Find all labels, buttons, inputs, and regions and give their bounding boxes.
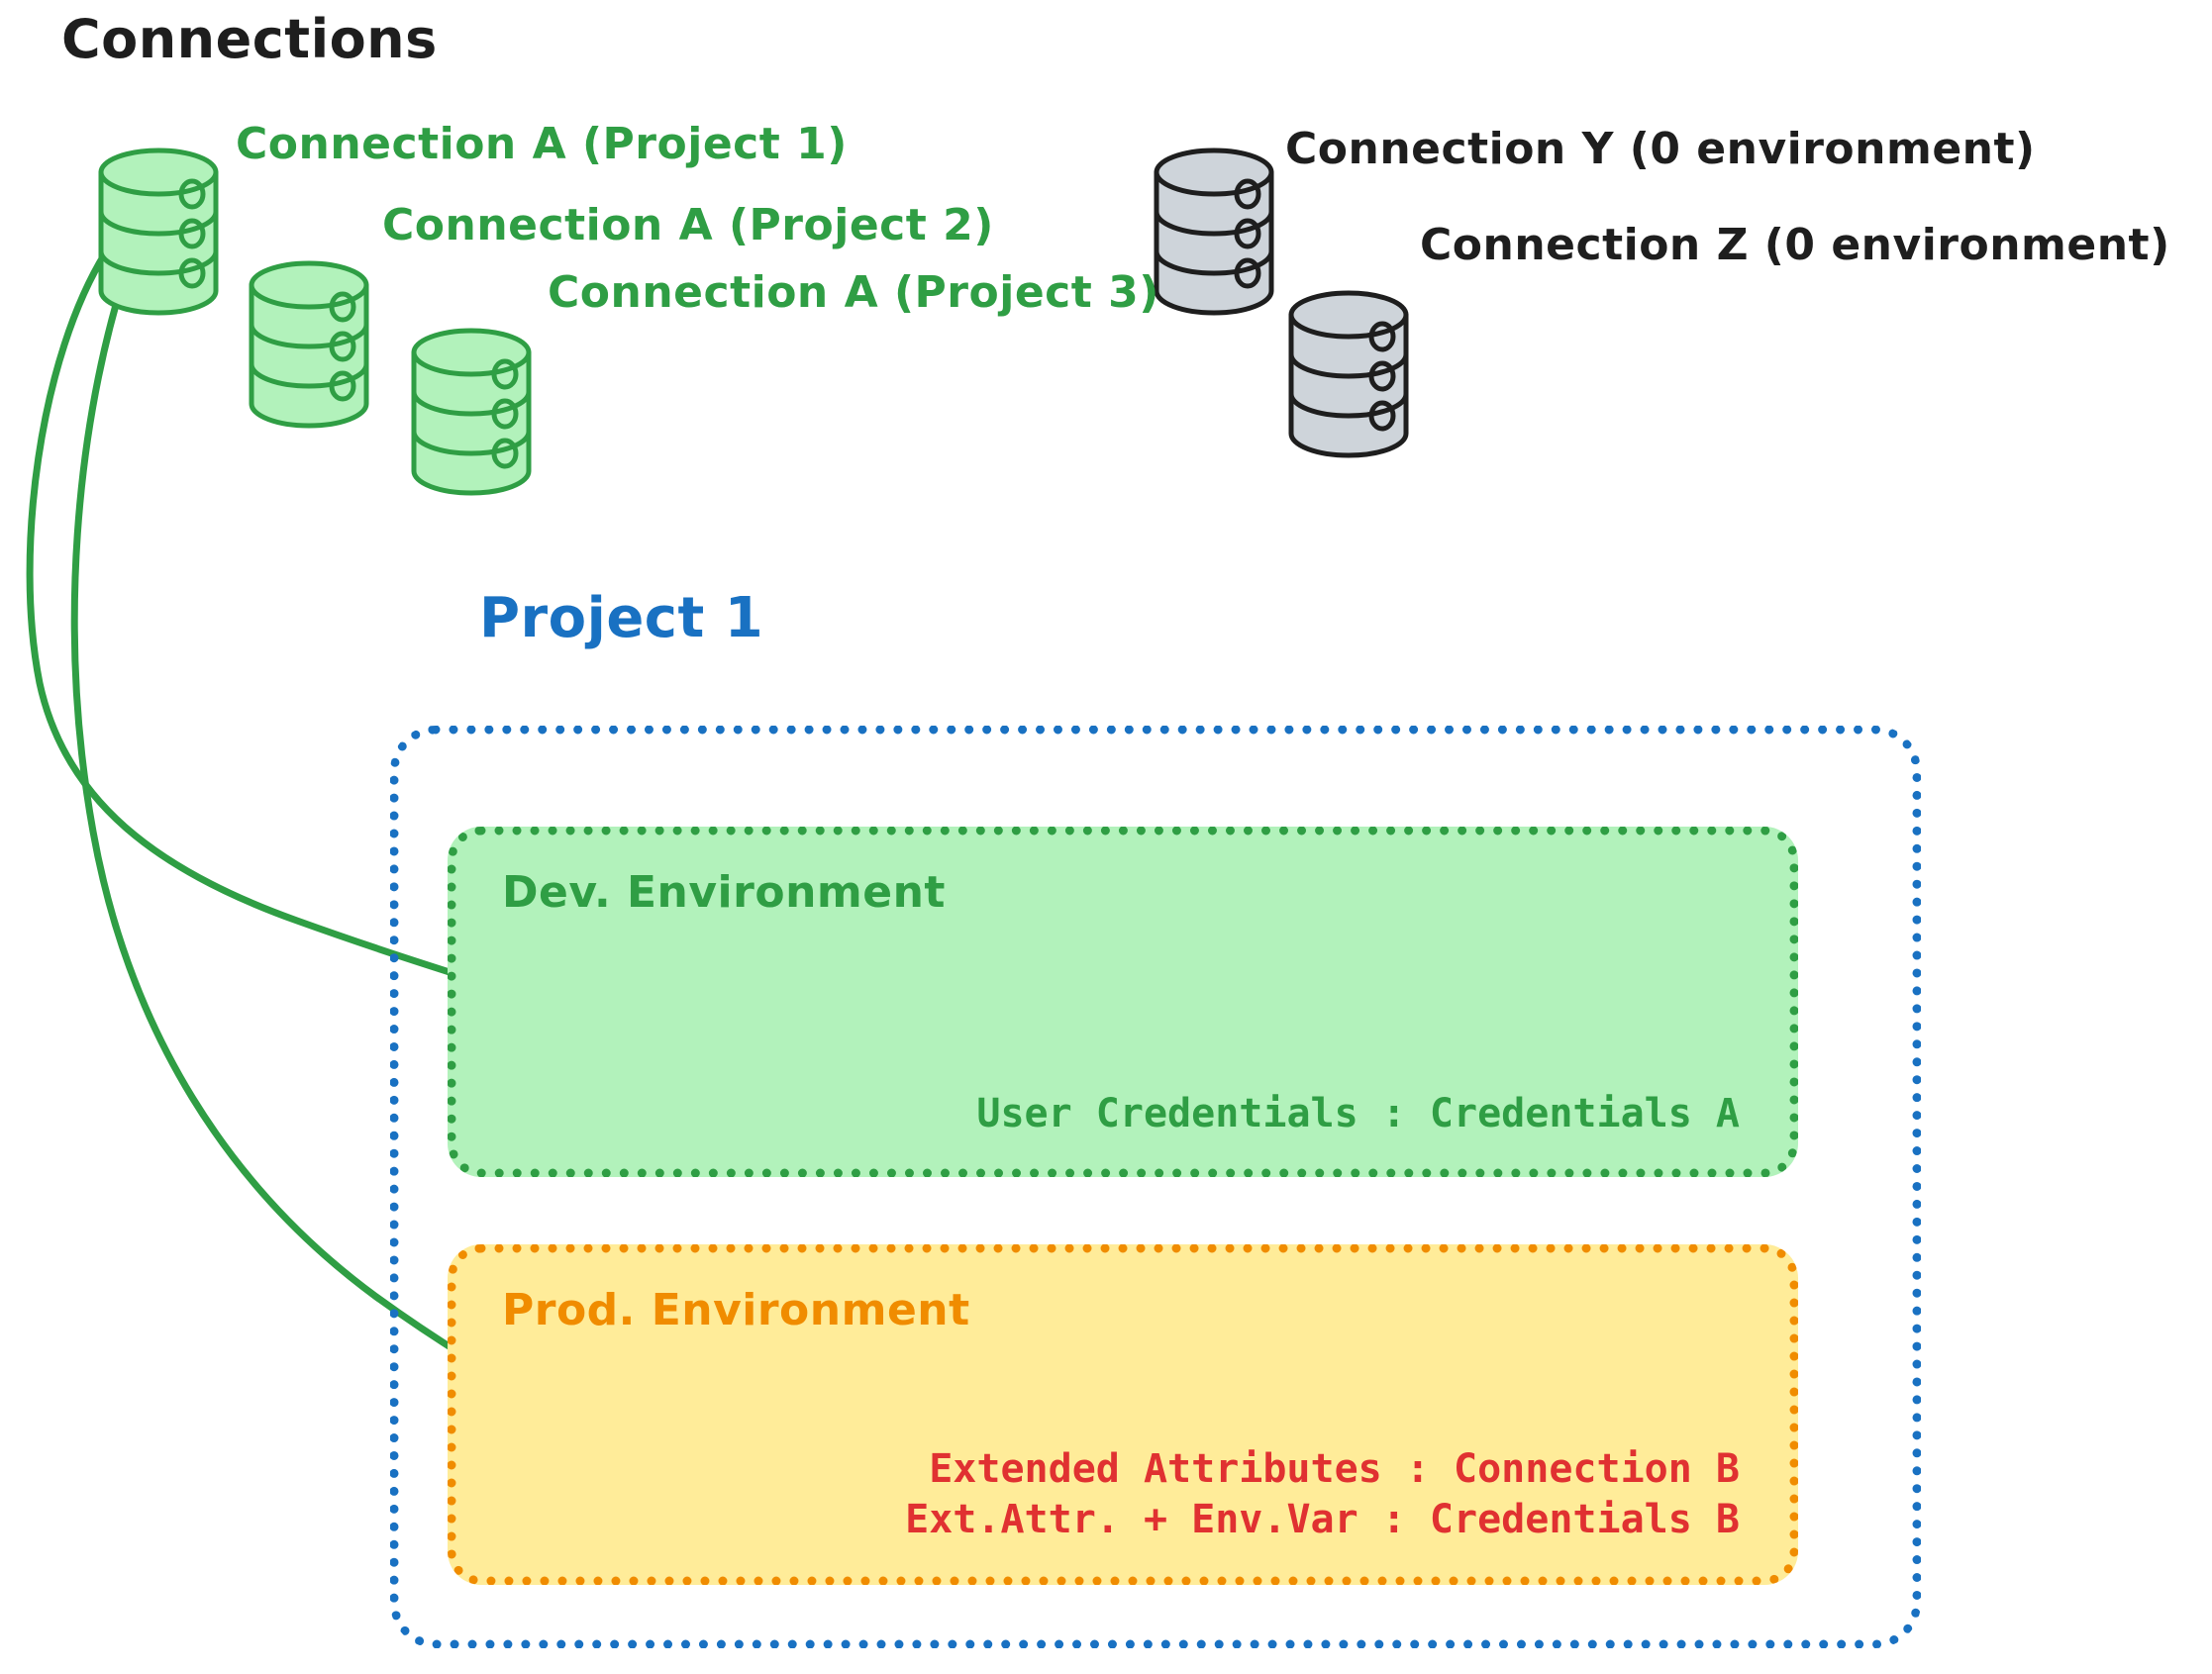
project-label: Project 1 [479, 586, 764, 650]
dev-environment-title: Dev. Environment [502, 867, 946, 918]
prod-detail-line: Extended Attributes : Connection B [929, 1446, 1740, 1493]
dev-environment-details: User Credentials : Credentials A [976, 1089, 1740, 1138]
database-icon-connection-a-project-3[interactable] [408, 327, 535, 497]
page-title: Connections [61, 8, 438, 70]
connection-label-y: Connection Y (0 environment) [1285, 124, 2036, 174]
connection-label-a-project-2: Connection A (Project 2) [382, 200, 994, 250]
prod-environment-box[interactable]: Prod. Environment Extended Attributes : … [448, 1244, 1798, 1585]
connection-label-a-project-3: Connection A (Project 3) [548, 267, 1159, 318]
prod-environment-title: Prod. Environment [502, 1285, 970, 1335]
connection-label-a-project-1: Connection A (Project 1) [236, 119, 848, 169]
database-icon-connection-z[interactable] [1285, 289, 1412, 459]
prod-environment-details: Extended Attributes : Connection B Ext.A… [905, 1444, 1740, 1544]
prod-detail-line: Ext.Attr. + Env.Var : Credentials B [905, 1496, 1740, 1542]
dev-environment-box[interactable]: Dev. Environment User Credentials : Cred… [448, 827, 1798, 1177]
dev-detail-line: User Credentials : Credentials A [976, 1090, 1740, 1136]
database-icon-connection-a-project-1[interactable] [95, 147, 222, 317]
connection-label-z: Connection Z (0 environment) [1420, 220, 2170, 270]
project-container [390, 726, 1921, 1648]
database-icon-connection-a-project-2[interactable] [246, 259, 372, 430]
database-icon-connection-y[interactable] [1151, 147, 1277, 317]
